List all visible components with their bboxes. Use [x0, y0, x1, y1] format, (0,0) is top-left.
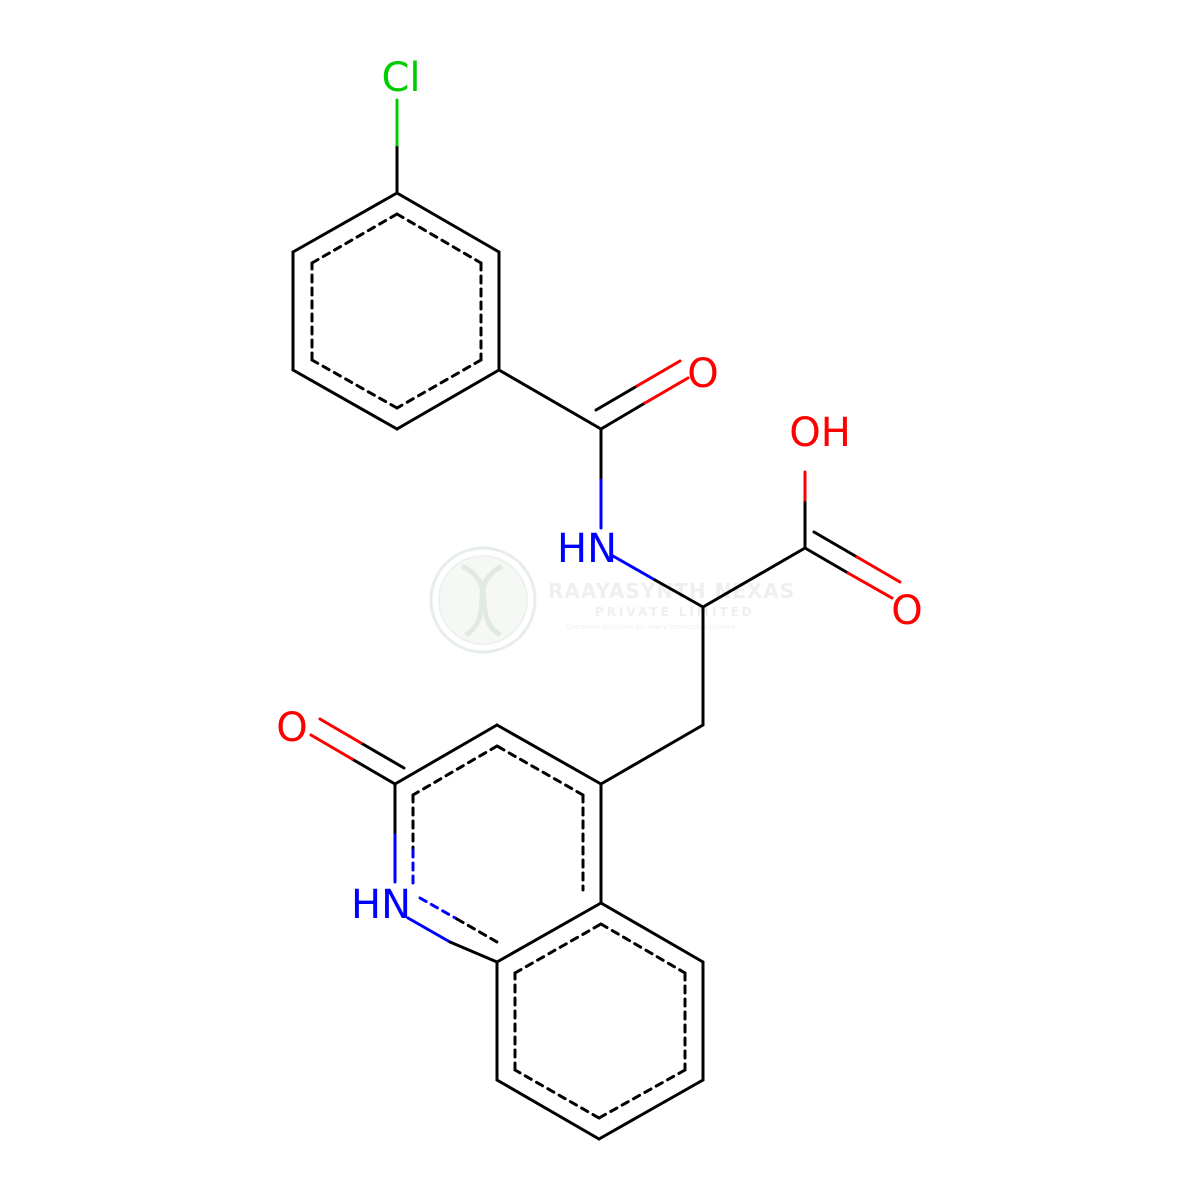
quinolinone-oxygen-label: O	[276, 705, 307, 751]
acid-oxygen-label: O	[891, 588, 922, 634]
chlorophenyl-ring	[291, 191, 501, 431]
chlorine-atom-label: Cl	[381, 55, 420, 101]
watermark-company: RAAYASYNTH NEXAS	[548, 579, 795, 603]
amide-group	[497, 359, 705, 609]
amide-nh-label: HN	[557, 526, 617, 572]
benzo-ring	[495, 901, 705, 1141]
watermark-logo	[429, 546, 537, 654]
watermark-company-type: PRIVATE LIMITED	[595, 605, 755, 619]
pyridone-ring	[393, 723, 603, 964]
watermark-tagline: Complete solutions for every molecule's …	[566, 623, 735, 631]
carboxylic-acid-group	[701, 470, 902, 609]
lactam-carbonyl	[309, 717, 406, 786]
methylene-linker	[599, 605, 705, 786]
watermark: RAAYASYNTH NEXAS PRIVATE LIMITED Complet…	[429, 546, 795, 654]
ring-nh-label: HN	[351, 882, 411, 928]
amide-oxygen-label: O	[687, 351, 718, 397]
hydroxyl-label: OH	[789, 410, 851, 456]
